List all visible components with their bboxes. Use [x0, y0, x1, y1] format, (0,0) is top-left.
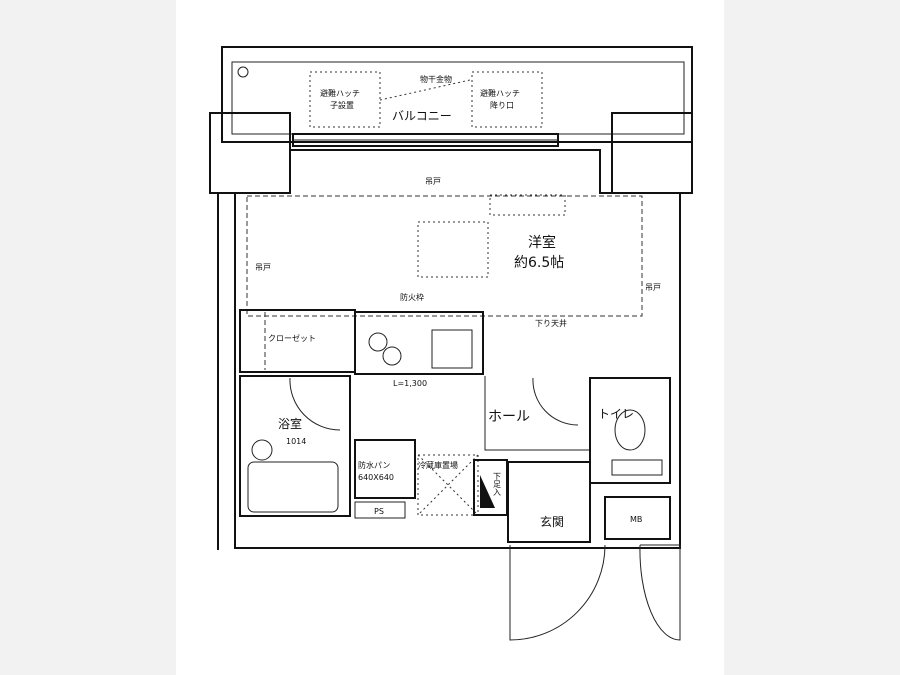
- meter-box-label: MB: [630, 515, 642, 524]
- balcony-label: バルコニー: [392, 109, 452, 123]
- sink-icon: [431, 329, 473, 369]
- bathroom: [239, 375, 351, 517]
- western-room-size: 約6.5帖: [514, 255, 564, 271]
- bathroom-label: 浴室: [278, 416, 302, 431]
- evac-hatch-label: 避難ハッチ: [320, 88, 360, 98]
- stove-burner-icon: [382, 346, 402, 366]
- entry-door: [509, 544, 606, 641]
- balcony: [221, 46, 693, 143]
- drain-icon: [237, 66, 249, 78]
- hanging-door-label: 吊戸: [425, 177, 441, 186]
- pipe-space: [354, 501, 406, 519]
- fridge-space: [417, 454, 479, 516]
- fire-shelf-label: 防火枠: [400, 292, 424, 302]
- hall-label: ホール: [488, 409, 530, 425]
- entrance: [507, 461, 591, 543]
- hanging-door-label: 吊戸: [645, 283, 661, 292]
- toilet-icon: [614, 409, 646, 451]
- floor-plan-drawing: 避難ハッチ 子設置 物干金物 避難ハッチ 降り口 バルコニー 吊戸 吊戸 吊戸 …: [209, 46, 693, 641]
- entrance-label: 玄関: [540, 514, 564, 529]
- meter-box: [604, 496, 671, 540]
- lowered-ceiling-label: 下り天井: [535, 318, 567, 328]
- toilet-label: トイレ: [598, 407, 634, 421]
- closet-label: クローゼット: [268, 333, 316, 343]
- floor-plan-sheet: 避難ハッチ 子設置 物干金物 避難ハッチ 降り口 バルコニー 吊戸 吊戸 吊戸 …: [176, 0, 724, 675]
- washer-pan-size-label: 640X640: [358, 473, 394, 482]
- shoe-box-label: 下足入: [493, 472, 502, 496]
- washbasin-icon: [251, 439, 273, 461]
- western-room: [246, 195, 643, 317]
- evac-hatch-lower-label: 避難ハッチ: [480, 88, 520, 98]
- hanging-door-label: 吊戸: [255, 263, 271, 272]
- balcony-window: [292, 133, 559, 147]
- pillar-right: [611, 112, 693, 194]
- fridge-label: 冷蔵庫置場: [418, 460, 458, 470]
- evac-hatch-sub-label: 子設置: [330, 100, 354, 110]
- toilet-room: [589, 377, 671, 484]
- western-room-label: 洋室: [528, 234, 556, 251]
- evac-hatch-lower-sub-label: 降り口: [490, 100, 514, 110]
- washer-pan: [354, 439, 416, 499]
- ceiling-light-area: [417, 221, 489, 278]
- pipe-space-label: PS: [374, 507, 384, 516]
- bathroom-size-label: 1014: [286, 437, 306, 446]
- clothes-rack-label: 物干金物: [420, 74, 452, 84]
- washer-pan-label: 防水パン: [358, 460, 390, 470]
- stove-burner-icon: [368, 332, 388, 352]
- kitchen-length-label: L=1,300: [393, 379, 427, 388]
- outer-wall: [234, 149, 681, 549]
- bathtub-icon: [247, 461, 339, 513]
- kitchen: [354, 311, 484, 375]
